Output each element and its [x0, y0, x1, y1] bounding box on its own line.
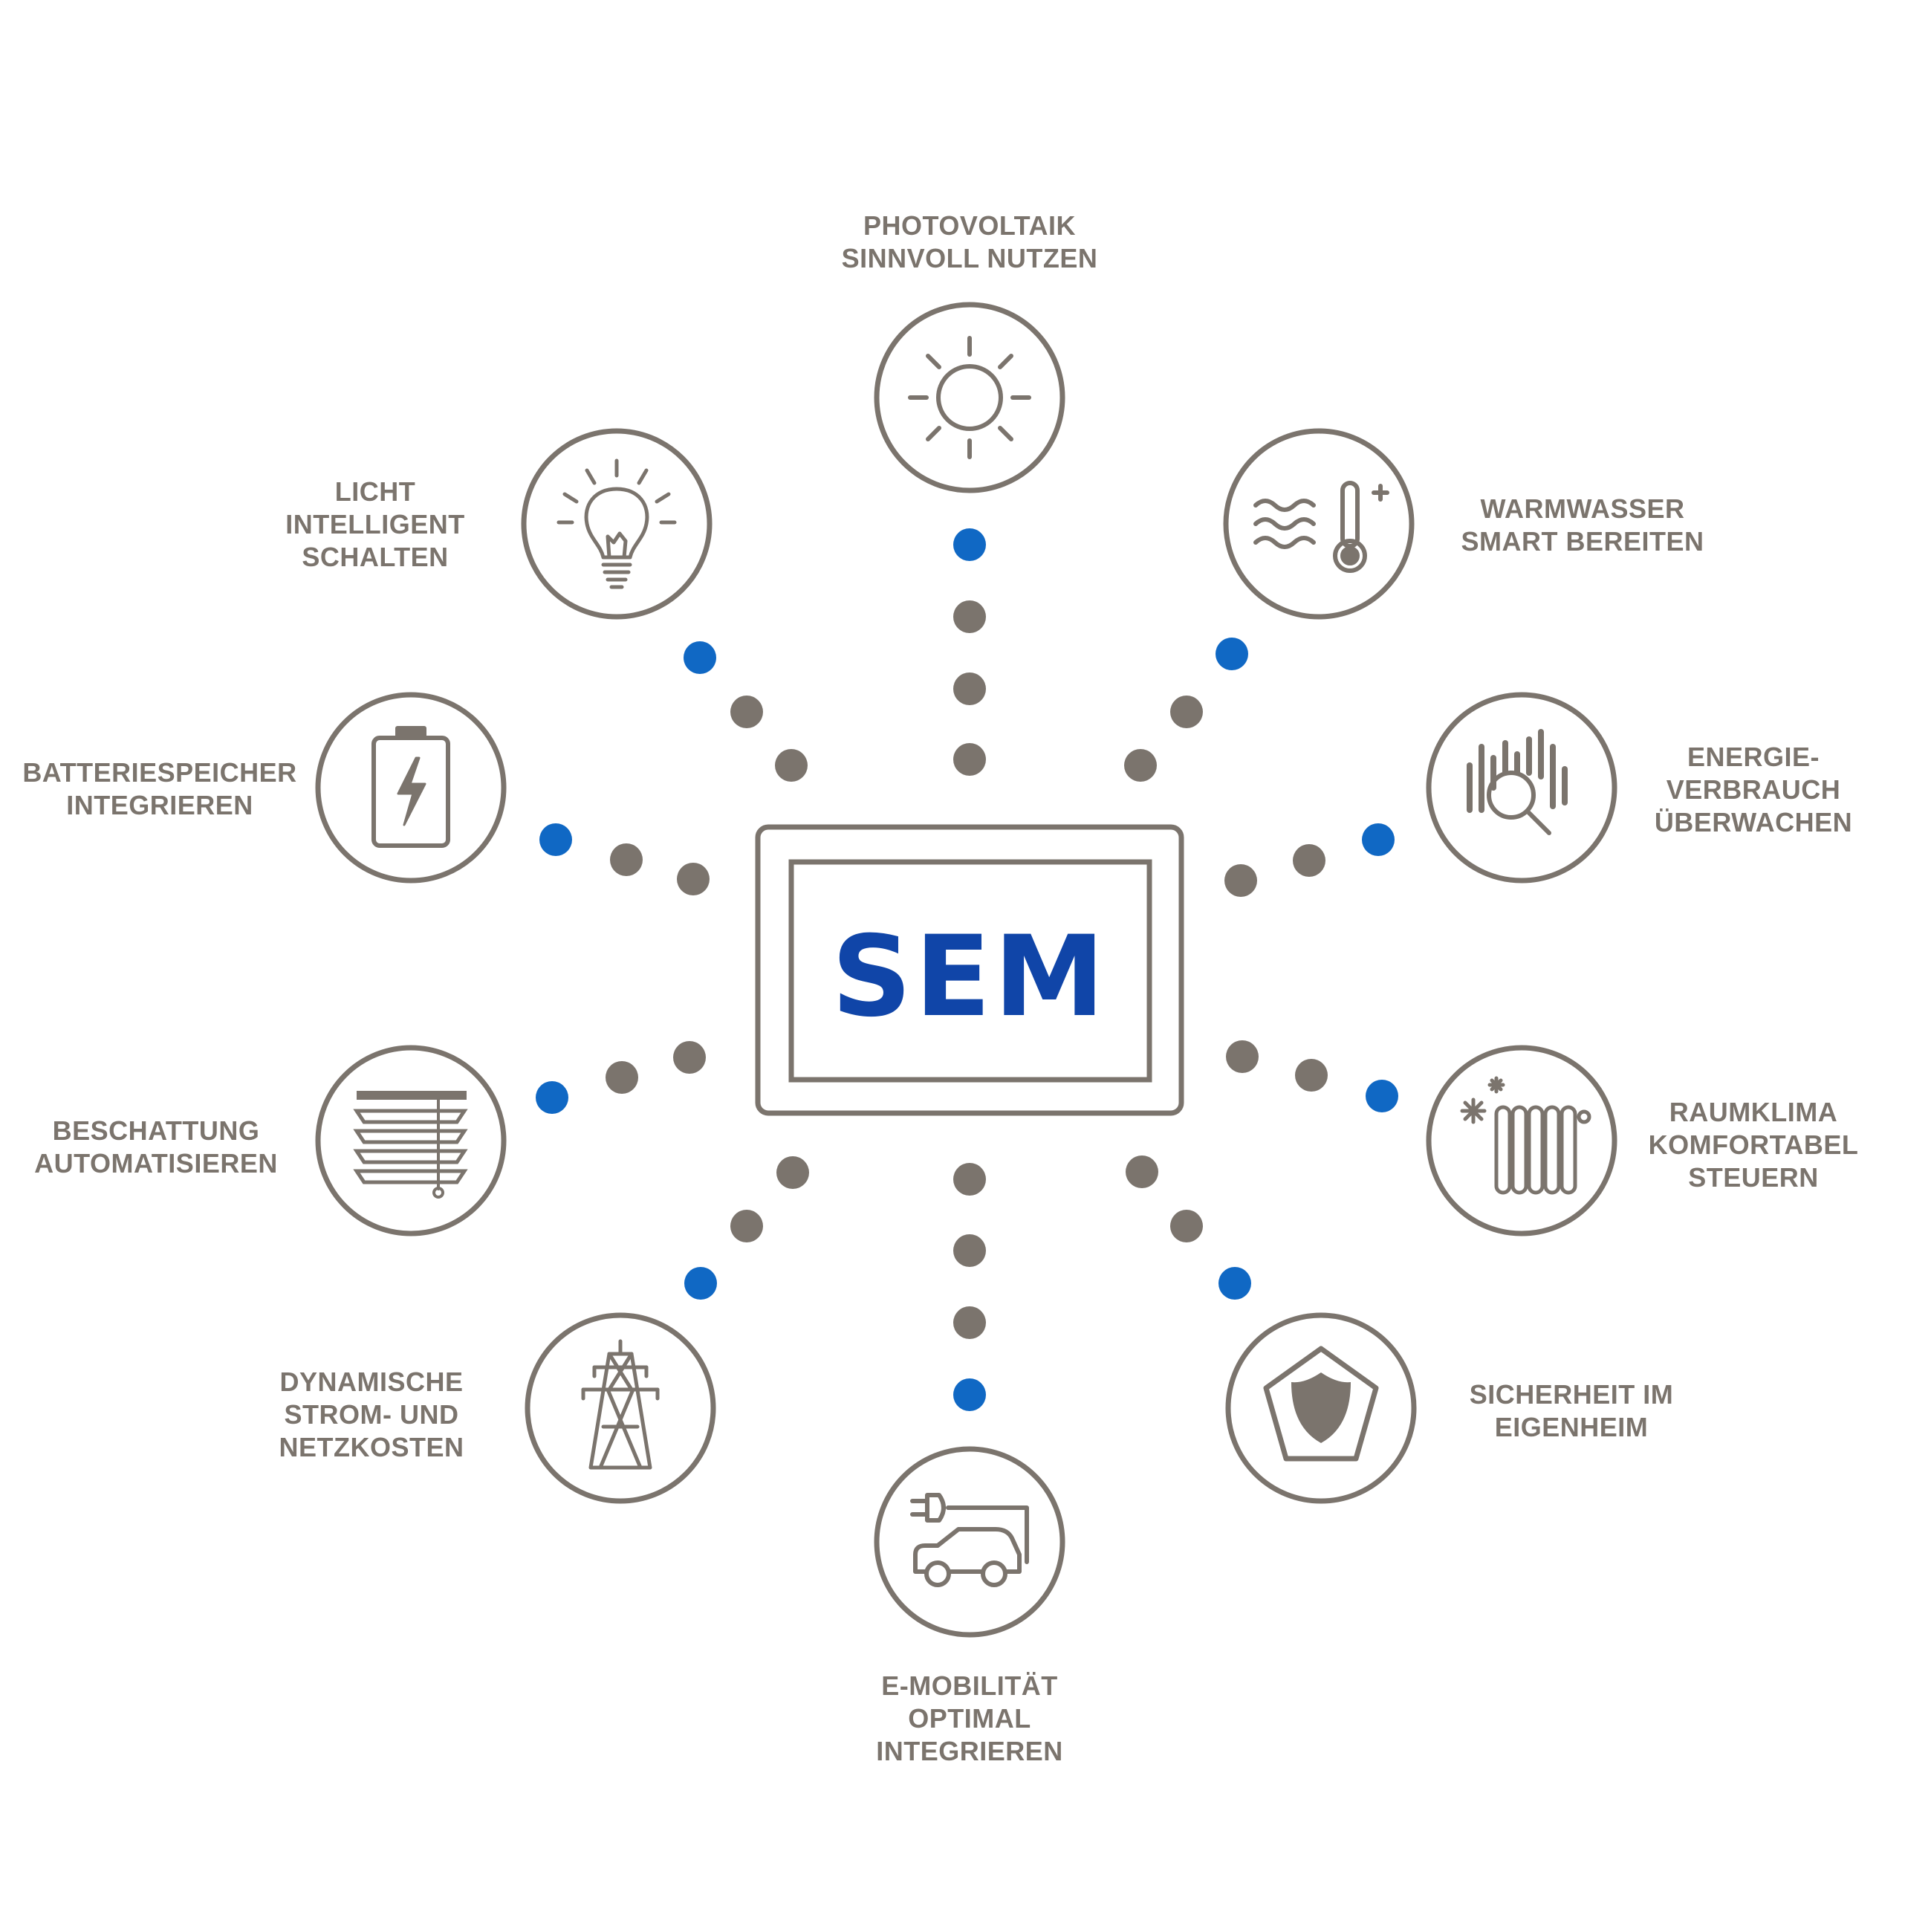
label-line: AUTOMATISIEREN — [34, 1148, 278, 1179]
label-line: ÜBERWACHEN — [1654, 807, 1853, 837]
connector-dot — [606, 1061, 638, 1094]
power-pylon-icon — [581, 1339, 660, 1470]
connector-dot-blue — [1362, 823, 1395, 856]
blinds-icon — [353, 1091, 468, 1199]
node-dynamische — [525, 1312, 716, 1504]
connector-dot — [775, 749, 808, 782]
device-frame — [755, 824, 1184, 1116]
connector-dot-blue — [684, 1267, 717, 1300]
connector-dot — [1295, 1059, 1328, 1092]
connector-dot-blue — [953, 1378, 986, 1411]
connector-dot — [953, 672, 986, 705]
connector-dot — [1126, 1155, 1158, 1188]
battery-icon — [371, 726, 450, 848]
label-line: E-MOBILITÄT — [881, 1670, 1058, 1701]
label-line: SMART BEREITEN — [1461, 526, 1704, 557]
connector-dot-blue — [536, 1081, 568, 1114]
node-licht — [521, 428, 713, 620]
label-line: INTEGRIEREN — [876, 1736, 1063, 1766]
light-bulb-icon — [556, 458, 677, 589]
connector-dot-blue — [1366, 1080, 1398, 1112]
connector-dot — [1124, 749, 1157, 782]
connector-dot — [1170, 1210, 1203, 1242]
node-photovoltaik — [874, 302, 1065, 493]
label-beschattung: BESCHATTUNG AUTOMATISIEREN — [15, 1115, 297, 1180]
label-line: INTEGRIEREN — [66, 790, 253, 820]
connector-dot — [1170, 696, 1203, 728]
label-line: SCHALTEN — [302, 542, 449, 572]
label-raumklima: RAUMKLIMA KOMFORTABEL STEUERN — [1631, 1096, 1876, 1194]
connector-dot — [730, 696, 763, 728]
label-line: INTELLIGENT — [285, 509, 465, 539]
label-line: SINNVOLL NUTZEN — [841, 243, 1098, 273]
connector-dot — [730, 1210, 763, 1242]
label-photovoltaik: PHOTOVOLTAIK SINNVOLL NUTZEN — [821, 210, 1118, 275]
label-line: STROM- UND — [284, 1399, 459, 1430]
node-energieverbrauch — [1426, 692, 1617, 884]
node-batteriespeicher — [315, 692, 507, 884]
label-line: DYNAMISCHE — [279, 1367, 464, 1397]
label-line: STEUERN — [1688, 1162, 1819, 1193]
connector-dot — [953, 743, 986, 776]
connector-dot-blue — [1216, 638, 1248, 670]
connector-dot — [953, 600, 986, 633]
connector-dot-blue — [953, 528, 986, 561]
label-line: VERBRAUCH — [1666, 774, 1841, 805]
label-line: BATTERIESPEICHER — [22, 757, 297, 788]
connector-dot — [776, 1156, 809, 1189]
connector-dot — [953, 1234, 986, 1267]
shield-icon — [1263, 1346, 1379, 1462]
connector-dot — [673, 1041, 706, 1074]
radiator-icon — [1460, 1076, 1591, 1195]
connector-dot — [1226, 1040, 1259, 1073]
node-beschattung — [315, 1045, 507, 1236]
label-emobilitaet: E-MOBILITÄT OPTIMAL INTEGRIEREN — [821, 1670, 1118, 1768]
connectors — [536, 528, 1398, 1411]
label-sicherheit: SICHERHEIT IM EIGENHEIM — [1445, 1378, 1698, 1444]
label-line: ENERGIE- — [1687, 742, 1820, 772]
connector-dot — [953, 1163, 986, 1196]
sun-icon — [908, 336, 1031, 459]
label-line: EIGENHEIM — [1494, 1412, 1649, 1442]
label-warmwasser: WARMWASSER SMART BEREITEN — [1434, 493, 1731, 558]
label-line: RAUMKLIMA — [1669, 1097, 1838, 1127]
label-line: NETZKOSTEN — [279, 1432, 464, 1462]
node-emobilitaet — [874, 1446, 1065, 1638]
label-dynamische: DYNAMISCHE STROM- UND NETZKOSTEN — [245, 1366, 498, 1464]
label-line: PHOTOVOLTAIK — [863, 210, 1076, 241]
label-line: WARMWASSER — [1480, 493, 1685, 524]
sem-device — [755, 824, 1184, 1116]
water-thermometer-icon — [1253, 481, 1389, 573]
label-line: BESCHATTUNG — [52, 1115, 260, 1146]
node-sicherheit — [1225, 1312, 1417, 1504]
connector-dot-blue — [684, 641, 716, 674]
node-warmwasser — [1223, 428, 1415, 620]
sem-title: SEM — [831, 912, 1108, 1042]
device-screen — [788, 859, 1152, 1083]
label-line: KOMFORTABEL — [1648, 1129, 1859, 1160]
energy-monitor-icon — [1467, 729, 1568, 835]
connector-dot-blue — [539, 823, 572, 856]
node-raumklima — [1426, 1045, 1617, 1236]
connector-dot-blue — [1218, 1267, 1251, 1300]
connector-dot — [1293, 844, 1325, 877]
label-batteriespeicher: BATTERIESPEICHER INTEGRIEREN — [11, 756, 308, 822]
label-licht: LICHT INTELLIGENT SCHALTEN — [264, 476, 487, 574]
connector-dot — [610, 843, 643, 876]
connector-dot — [677, 863, 710, 895]
label-line: OPTIMAL — [908, 1703, 1031, 1734]
label-line: LICHT — [334, 476, 416, 507]
label-line: SICHERHEIT IM — [1469, 1379, 1674, 1410]
connector-dot — [1224, 864, 1257, 897]
connector-dot — [953, 1306, 986, 1339]
label-energieverbrauch: ENERGIE- VERBRAUCH ÜBERWACHEN — [1631, 741, 1876, 839]
electric-car-icon — [910, 1493, 1029, 1587]
